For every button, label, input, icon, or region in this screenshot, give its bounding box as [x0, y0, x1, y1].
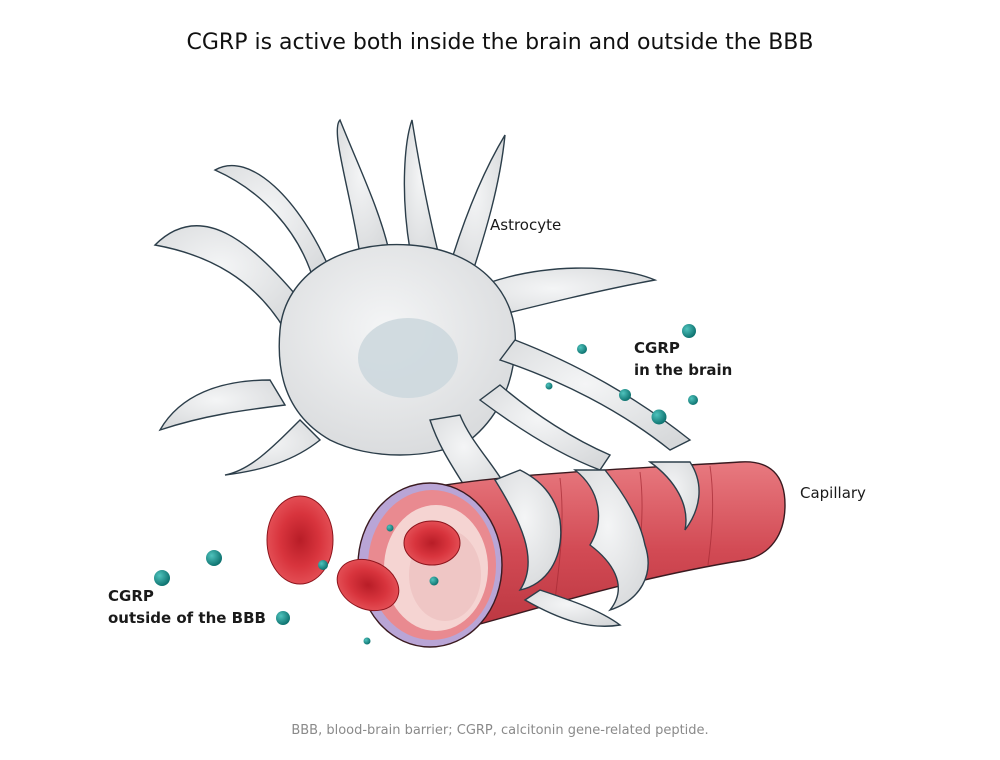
cgrp-molecule — [651, 409, 667, 425]
cgrp-molecule — [545, 382, 553, 390]
cgrp-molecule — [318, 560, 328, 570]
figure-title: CGRP is active both inside the brain and… — [186, 30, 814, 55]
cgrp-molecule — [386, 524, 394, 532]
cgrp-molecule — [429, 576, 439, 586]
cgrp-outside-label: CGRP outside of the BBB — [108, 585, 266, 629]
red-blood-cell — [403, 520, 461, 566]
cgrp-brain-label-line2: in the brain — [634, 361, 733, 379]
cgrp-outside-label-line1: CGRP — [108, 587, 154, 605]
astrocyte-label: Astrocyte — [490, 216, 562, 234]
astrocyte-processes — [153, 118, 658, 476]
astrocyte-nucleus — [358, 318, 458, 398]
astrocyte-wrap — [493, 461, 700, 627]
astrocyte-endfeet — [429, 339, 692, 496]
cgrp-brain-label: CGRP in the brain — [634, 337, 732, 381]
cgrp-molecule — [577, 344, 587, 354]
cgrp-molecule — [154, 570, 170, 586]
cgrp-molecule — [276, 611, 290, 625]
footnote: BBB, blood-brain barrier; CGRP, calciton… — [291, 723, 709, 738]
cgrp-brain-label-line1: CGRP — [634, 339, 680, 357]
red-blood-cell — [336, 558, 400, 612]
cgrp-molecule — [682, 324, 696, 338]
cgrp-molecule — [688, 395, 698, 405]
cgrp-outside-label-line2: outside of the BBB — [108, 609, 266, 627]
red-blood-cell — [266, 495, 334, 585]
cgrp-molecules — [154, 324, 698, 645]
cgrp-molecule — [363, 637, 371, 645]
capillary-label: Capillary — [800, 484, 866, 502]
cgrp-molecule — [206, 550, 222, 566]
cgrp-molecule — [619, 389, 631, 401]
